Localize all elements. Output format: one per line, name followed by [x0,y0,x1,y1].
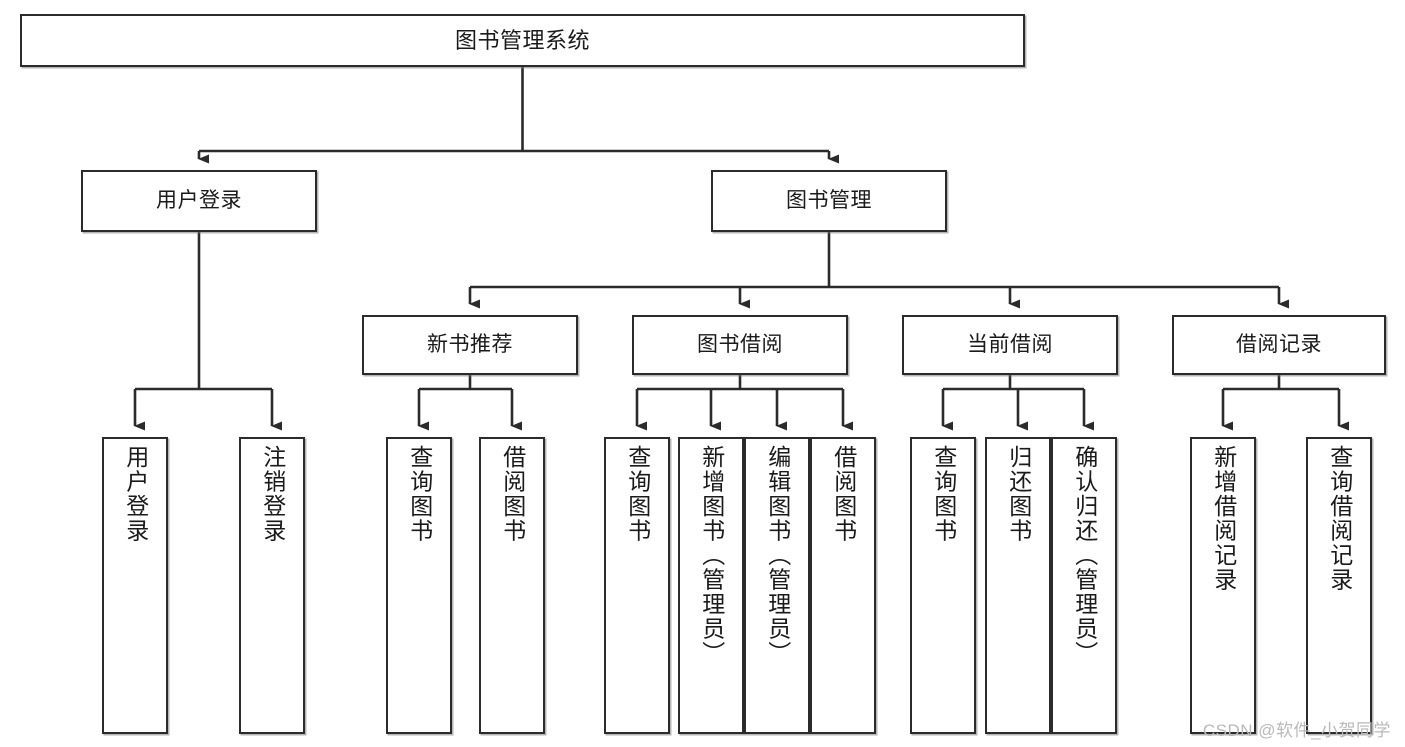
node-label: 查询图书 [624,445,651,543]
node-leaf-add-book[interactable]: 新增图书（管理员） [678,437,744,734]
node-leaf-edit-book[interactable]: 编辑图书（管理员） [744,437,810,734]
node-leaf-borrow-book-1[interactable]: 借阅图书 [479,437,545,734]
node-leaf-borrow-book-2[interactable]: 借阅图书 [810,437,876,734]
node-label: 借阅记录 [1236,332,1322,356]
node-leaf-query-book-3[interactable]: 查询图书 [910,437,976,734]
node-label: 图书管理系统 [454,27,590,53]
node-label: 新增借阅记录 [1210,445,1237,592]
node-user-login[interactable]: 用户登录 [81,170,317,232]
node-book-manage[interactable]: 图书管理 [711,170,947,232]
node-label: 用户登录 [156,188,242,212]
node-label: 图书借阅 [697,332,783,356]
node-label: 借阅图书 [499,445,526,543]
node-label: 用户登录 [122,445,149,543]
node-leaf-return-book[interactable]: 归还图书 [985,437,1051,734]
node-label: 归还图书 [1005,445,1032,543]
node-label: 借阅图书 [830,445,857,543]
node-new-book-rec[interactable]: 新书推荐 [362,315,578,375]
node-leaf-query-record[interactable]: 查询借阅记录 [1306,437,1372,734]
node-borrow-record[interactable]: 借阅记录 [1172,315,1386,375]
node-root[interactable]: 图书管理系统 [20,14,1025,67]
node-leaf-confirm-return[interactable]: 确认归还（管理员） [1051,437,1117,734]
node-label: 新书推荐 [427,332,513,356]
node-label: 注销登录 [259,445,286,543]
node-leaf-query-book-2[interactable]: 查询图书 [604,437,670,734]
node-label: 编辑图书（管理员） [764,445,791,666]
node-leaf-query-book-1[interactable]: 查询图书 [386,437,452,734]
node-leaf-user-login[interactable]: 用户登录 [102,437,168,734]
node-leaf-logout[interactable]: 注销登录 [239,437,305,734]
watermark-text: CSDN @软件_小贺同学 [1202,721,1391,740]
node-label: 图书管理 [786,188,872,212]
node-label: 查询借阅记录 [1326,445,1353,592]
node-label: 当前借阅 [967,332,1053,356]
node-current-borrow[interactable]: 当前借阅 [902,315,1118,375]
node-label: 查询图书 [930,445,957,543]
node-label: 确认归还（管理员） [1071,445,1098,666]
node-label: 新增图书（管理员） [698,445,725,666]
node-label: 查询图书 [406,445,433,543]
node-leaf-add-record[interactable]: 新增借阅记录 [1190,437,1256,734]
node-book-borrow[interactable]: 图书借阅 [632,315,848,375]
